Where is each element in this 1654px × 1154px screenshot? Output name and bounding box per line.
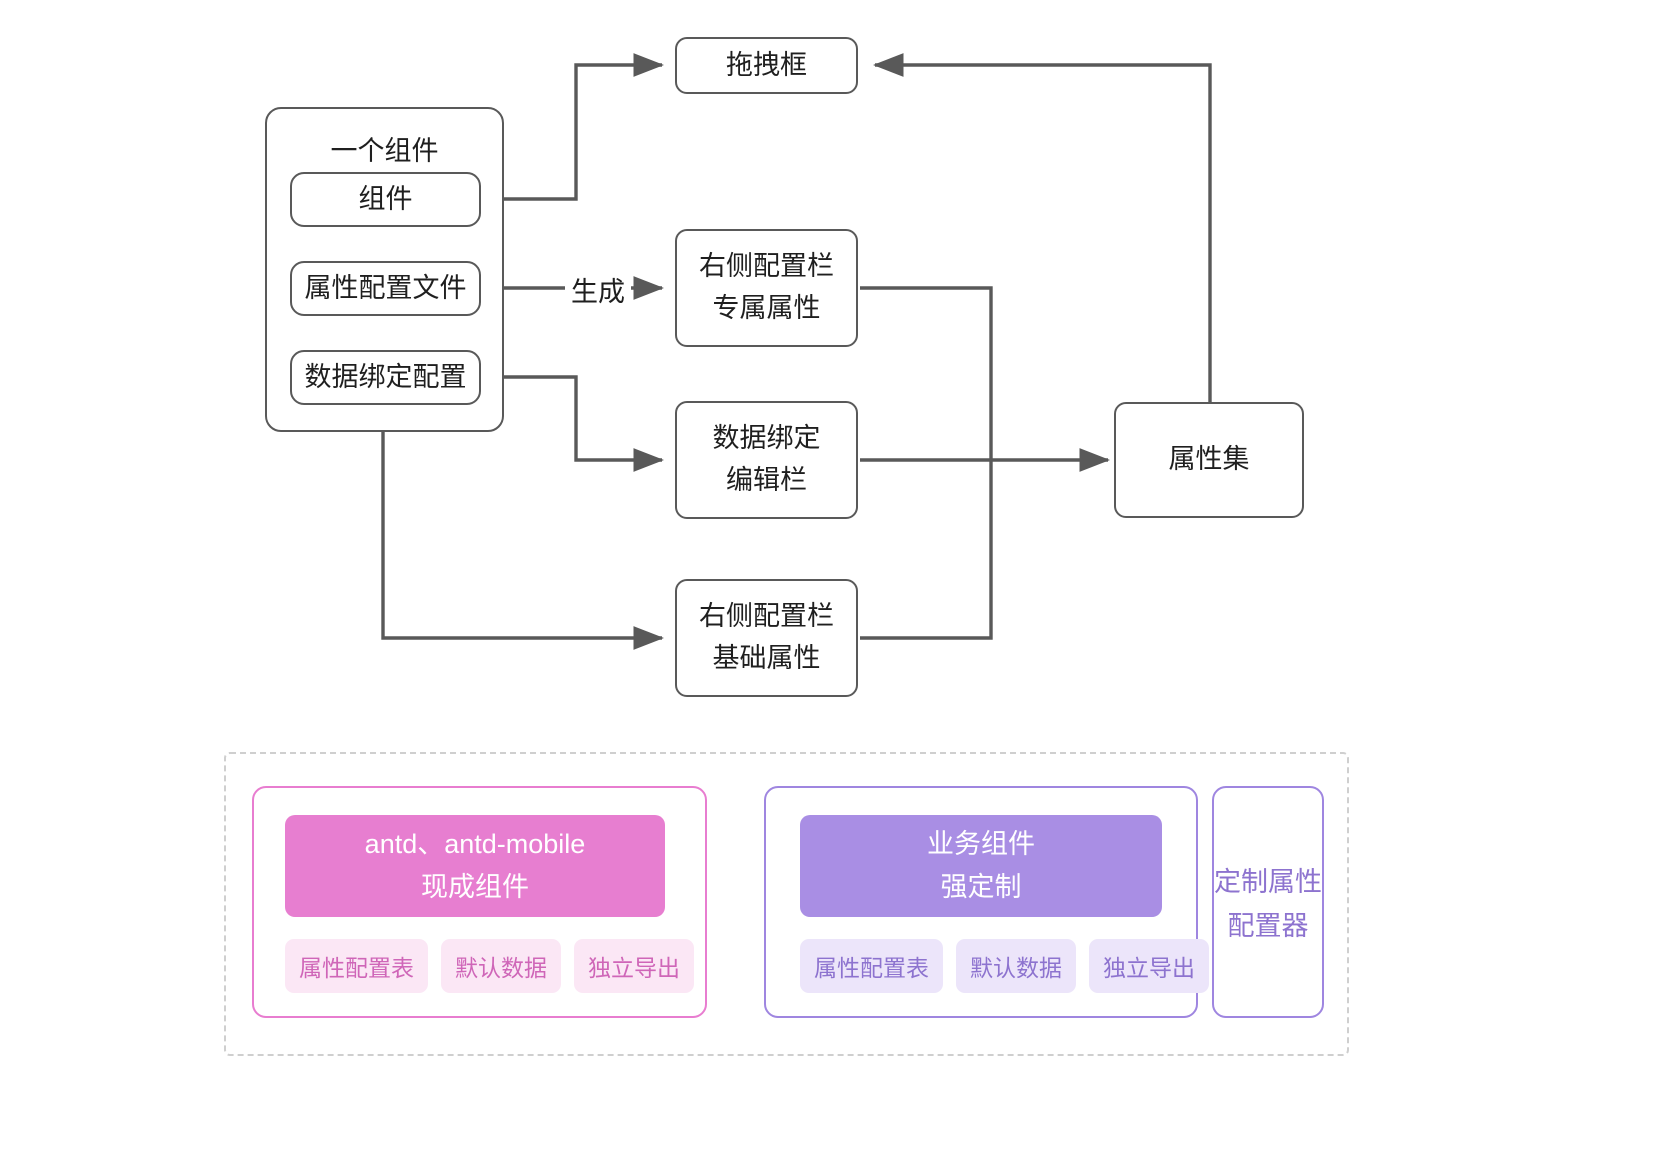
- node-data-binding-config[interactable]: 数据绑定配置: [290, 350, 481, 405]
- edge-component-to-dragbox: [481, 53, 665, 201]
- node-drag-box[interactable]: 拖拽框: [675, 37, 858, 94]
- node-right-panel-basic-line1: 右侧配置栏: [699, 601, 834, 632]
- chip-default-data[interactable]: 默认数据: [441, 939, 561, 993]
- category-head-antd-line2: 现成组件: [421, 872, 529, 902]
- node-data-binding-config-label: 数据绑定配置: [304, 361, 467, 392]
- category-head-antd: antd、antd-mobile 现成组件: [285, 815, 665, 917]
- node-right-panel-basic-line2: 基础属性: [712, 643, 821, 673]
- category-head-business-line2: 强定制: [940, 872, 1022, 902]
- chip-prop-config-table[interactable]: 属性配置表: [800, 939, 943, 993]
- configurator-line2: 配置器: [1227, 911, 1309, 941]
- node-component-label: 组件: [358, 183, 413, 214]
- node-data-binding-editor[interactable]: 数据绑定 编辑栏: [675, 401, 858, 519]
- node-right-panel-exclusive[interactable]: 右侧配置栏 专属属性: [675, 229, 858, 347]
- chip-prop-config-table[interactable]: 属性配置表: [285, 939, 428, 993]
- category-chips-business: 属性配置表 默认数据 独立导出: [800, 939, 1209, 993]
- edge-group-to-basic: [381, 432, 665, 650]
- node-drag-box-label: 拖拽框: [726, 49, 807, 80]
- configurator-line1: 定制属性: [1214, 867, 1322, 897]
- edge-exclusive-to-propset: [860, 286, 993, 460]
- node-property-set-label: 属性集: [1168, 444, 1250, 475]
- node-right-panel-basic[interactable]: 右侧配置栏 基础属性: [675, 579, 858, 697]
- node-right-panel-exclusive-line1: 右侧配置栏: [699, 251, 834, 282]
- category-head-antd-line1: antd、antd-mobile: [364, 828, 586, 859]
- chip-default-data[interactable]: 默认数据: [956, 939, 1076, 993]
- category-head-business: 业务组件 强定制: [800, 815, 1162, 917]
- component-group-title: 一个组件: [330, 136, 439, 166]
- node-prop-config-file-label: 属性配置文件: [304, 272, 467, 303]
- node-data-binding-editor-line1: 数据绑定: [712, 423, 821, 454]
- node-right-panel-exclusive-line2: 专属属性: [712, 293, 821, 323]
- edge-basic-to-propset: [860, 460, 993, 640]
- edge-propset-to-dragbox: [872, 53, 1212, 404]
- category-card-configurator: 定制属性 配置器: [1212, 786, 1324, 1018]
- category-head-business-line1: 业务组件: [927, 828, 1035, 859]
- node-prop-config-file[interactable]: 属性配置文件: [290, 261, 481, 316]
- node-component[interactable]: 组件: [290, 172, 481, 227]
- node-property-set[interactable]: 属性集: [1114, 402, 1304, 518]
- edge-label-generate: 生成: [565, 270, 631, 309]
- chip-standalone-export[interactable]: 独立导出: [574, 939, 694, 993]
- chip-standalone-export[interactable]: 独立导出: [1089, 939, 1209, 993]
- edge-databind-to-editor: [481, 375, 665, 472]
- category-chips-antd: 属性配置表 默认数据 独立导出: [285, 939, 694, 993]
- node-data-binding-editor-line2: 编辑栏: [726, 465, 807, 495]
